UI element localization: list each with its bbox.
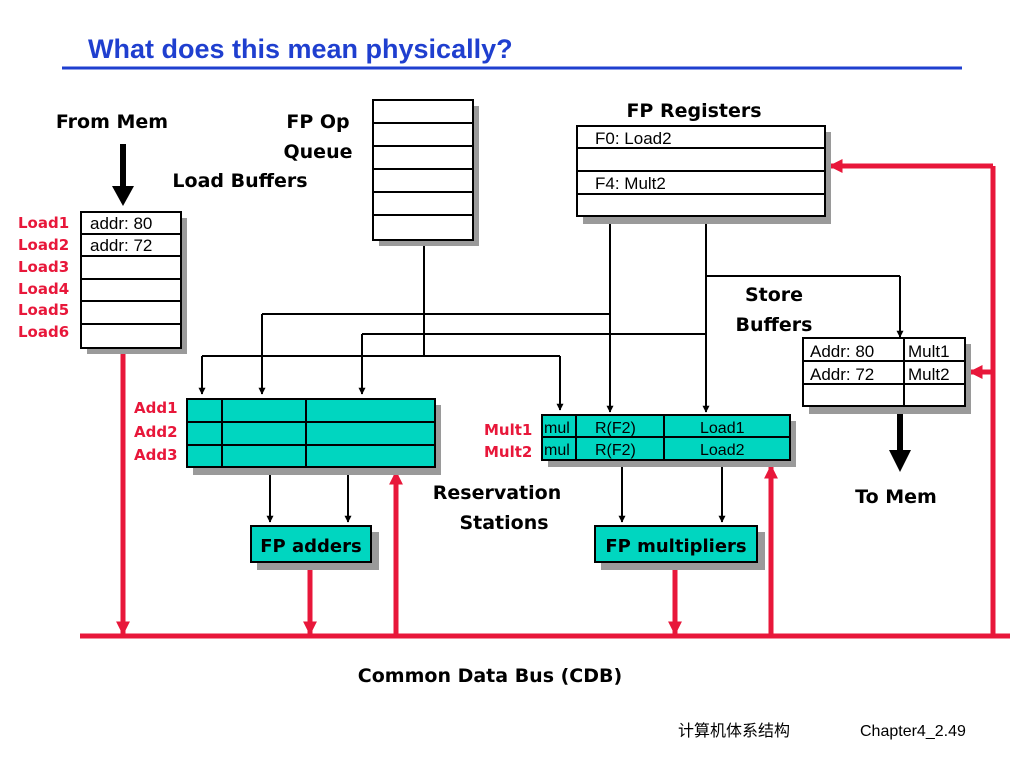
store-src: Mult2 [908, 365, 950, 384]
fp-adders-label: FP adders [260, 536, 361, 557]
fp-registers-label: FP Registers [626, 100, 761, 122]
mult-station-tags: Mult1 Mult2 [484, 421, 532, 461]
to-mem-arrow [889, 408, 911, 472]
mult-src1: R(F2) [595, 420, 636, 437]
load-tag: Load4 [18, 280, 69, 298]
store-src: Mult1 [908, 342, 950, 361]
store-addr: Addr: 80 [810, 342, 874, 361]
to-mem-label: To Mem [855, 486, 937, 508]
add-tag: Add1 [134, 399, 178, 417]
load-buffers: addr: 80 addr: 72 [80, 211, 187, 354]
load-buffer-value: addr: 72 [90, 236, 152, 255]
reservation-label: Reservation [433, 482, 561, 504]
footer-page: Chapter4_2.49 [860, 723, 966, 740]
fp-multipliers-unit: FP multipliers [594, 525, 765, 570]
store-addr: Addr: 72 [810, 365, 874, 384]
register-value: F0: Load2 [595, 129, 672, 148]
fp-multipliers-label: FP multipliers [605, 536, 746, 557]
slide-title: What does this mean physically? [88, 34, 513, 64]
add-tag: Add3 [134, 446, 178, 464]
load-buffer-value: addr: 80 [90, 214, 152, 233]
load-tag: Load1 [18, 214, 69, 232]
store-label: Store [745, 284, 803, 306]
from-mem-label: From Mem [56, 111, 168, 133]
mult-src1: R(F2) [595, 442, 636, 459]
footer-course: 计算机体系结构 [678, 721, 790, 740]
register-value: F4: Mult2 [595, 174, 666, 193]
cdb-lines [80, 159, 1010, 639]
buffers-label: Buffers [736, 314, 813, 336]
cdb-label: Common Data Bus (CDB) [358, 665, 622, 687]
mult-tag: Mult1 [484, 421, 532, 439]
mult-op: mul [544, 420, 570, 437]
fp-op-queue [372, 99, 479, 246]
from-mem-arrow [112, 144, 134, 206]
add-station-tags: Add1 Add2 Add3 [134, 399, 178, 464]
datapath-lines [198, 218, 904, 523]
load-tag: Load6 [18, 323, 69, 341]
fp-registers: F0: Load2 F4: Mult2 [576, 125, 831, 224]
mult-op: mul [544, 442, 570, 459]
load-tag: Load2 [18, 236, 69, 254]
fp-op-label: FP Op [286, 111, 349, 133]
load-tag: Load3 [18, 258, 69, 276]
load-buffers-label: Load Buffers [172, 170, 307, 192]
queue-label: Queue [284, 141, 353, 163]
diagram-labels: From Mem FP Op Queue Load Buffers FP Reg… [56, 100, 937, 687]
mult-tag: Mult2 [484, 443, 532, 461]
add-tag: Add2 [134, 423, 178, 441]
mult-reservation-stations: mul R(F2) Load1 mul R(F2) Load2 [541, 414, 796, 467]
add-reservation-stations [186, 398, 441, 475]
stations-label: Stations [459, 512, 548, 534]
load-tag: Load5 [18, 301, 69, 319]
mult-src2: Load2 [700, 442, 745, 459]
fp-adders-unit: FP adders [250, 525, 379, 570]
load-buffer-tags: Load1 Load2 Load3 Load4 Load5 Load6 [18, 214, 69, 341]
mult-src2: Load1 [700, 420, 745, 437]
store-buffers: Addr: 80 Mult1 Addr: 72 Mult2 [802, 337, 971, 414]
